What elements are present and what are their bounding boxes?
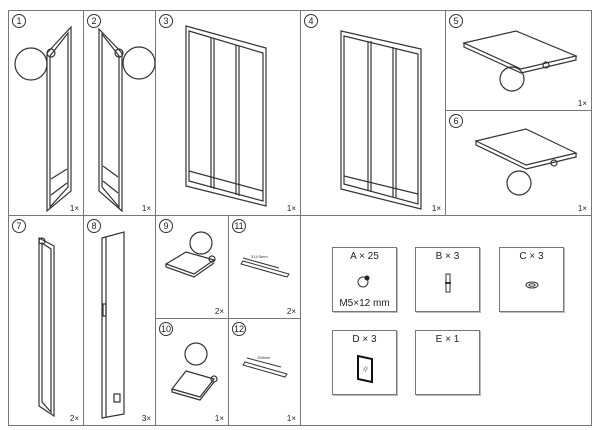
screw-icon bbox=[357, 275, 370, 288]
part-number: 12 bbox=[232, 322, 246, 336]
part-cell-8: 8 3× bbox=[83, 215, 156, 426]
part-cell-7: 7 2× bbox=[8, 215, 84, 426]
part-cell-9: 9 2× bbox=[155, 215, 229, 319]
part-cell-12: 12 298mm 1× bbox=[228, 318, 301, 426]
quantity: 1× bbox=[431, 204, 441, 213]
quantity: 3× bbox=[141, 414, 151, 423]
part-cell-2: 2 1× bbox=[83, 10, 156, 216]
dimension-label: 298mm bbox=[257, 355, 271, 360]
quantity: 2× bbox=[69, 414, 79, 423]
shelf-pin-icon bbox=[445, 273, 451, 293]
quantity: 1× bbox=[69, 204, 79, 213]
hardware-label: A × 25 bbox=[350, 251, 379, 262]
part-cell-4: 4 1× bbox=[300, 10, 446, 216]
hardware-label: D × 3 bbox=[352, 334, 377, 345]
hardware-label: C × 3 bbox=[519, 251, 544, 262]
shelf-illustration bbox=[170, 342, 218, 401]
rail-illustration bbox=[240, 257, 290, 278]
part-number: 3 bbox=[159, 14, 173, 28]
quantity: 1× bbox=[286, 204, 296, 213]
part-number: 2 bbox=[87, 14, 101, 28]
hardware-d-label-holder: D × 3 bbox=[332, 330, 397, 395]
quantity: 2× bbox=[286, 307, 296, 316]
side-panel-left-illustration bbox=[14, 25, 72, 213]
part-cell-11: 11 314.5mm 2× bbox=[228, 215, 301, 319]
part-cell-10: 10 1× bbox=[155, 318, 229, 426]
door-illustration bbox=[101, 231, 125, 419]
hardware-label: B × 3 bbox=[435, 251, 460, 262]
washer-icon bbox=[525, 281, 539, 289]
side-panel-right-illustration bbox=[98, 27, 156, 213]
hardware-spec: M5×12 mm bbox=[339, 298, 390, 309]
part-number: 9 bbox=[159, 219, 173, 233]
part-number: 6 bbox=[449, 114, 463, 128]
back-panel-illustration bbox=[340, 30, 422, 210]
part-number: 11 bbox=[232, 219, 246, 233]
label-plate-icon bbox=[357, 354, 373, 384]
dimension-label: 314.5mm bbox=[251, 254, 268, 259]
part-number: 1 bbox=[12, 14, 26, 28]
part-cell-3: 3 1× bbox=[155, 10, 301, 216]
shelf-illustration bbox=[164, 231, 216, 278]
hardware-label: E × 1 bbox=[435, 334, 460, 345]
back-panel-illustration bbox=[185, 25, 267, 207]
quantity: 1× bbox=[577, 99, 587, 108]
part-cell-1: 1 1× bbox=[8, 10, 84, 216]
hardware-e: E × 1 bbox=[415, 330, 480, 395]
part-number: 10 bbox=[159, 322, 173, 336]
hardware-section: A × 25 M5×12 mm B × 3 C × 3 D × 3 E × 1 bbox=[300, 215, 592, 426]
hardware-c-washer: C × 3 bbox=[499, 247, 564, 312]
hardware-b-pin: B × 3 bbox=[415, 247, 480, 312]
frame-panel-illustration bbox=[38, 237, 55, 418]
quantity: 1× bbox=[286, 414, 296, 423]
part-number: 4 bbox=[304, 14, 318, 28]
part-number: 8 bbox=[87, 219, 101, 233]
quantity: 2× bbox=[214, 307, 224, 316]
part-number: 5 bbox=[449, 14, 463, 28]
top-panel-illustration bbox=[462, 30, 578, 92]
part-number: 7 bbox=[12, 219, 26, 233]
quantity: 1× bbox=[214, 414, 224, 423]
rail-illustration bbox=[242, 357, 288, 378]
part-cell-6: 6 1× bbox=[445, 110, 592, 216]
hardware-a-screw: A × 25 M5×12 mm bbox=[332, 247, 397, 312]
bottom-panel-illustration bbox=[474, 128, 578, 196]
part-cell-5: 5 1× bbox=[445, 10, 592, 111]
quantity: 1× bbox=[141, 204, 151, 213]
quantity: 1× bbox=[577, 204, 587, 213]
